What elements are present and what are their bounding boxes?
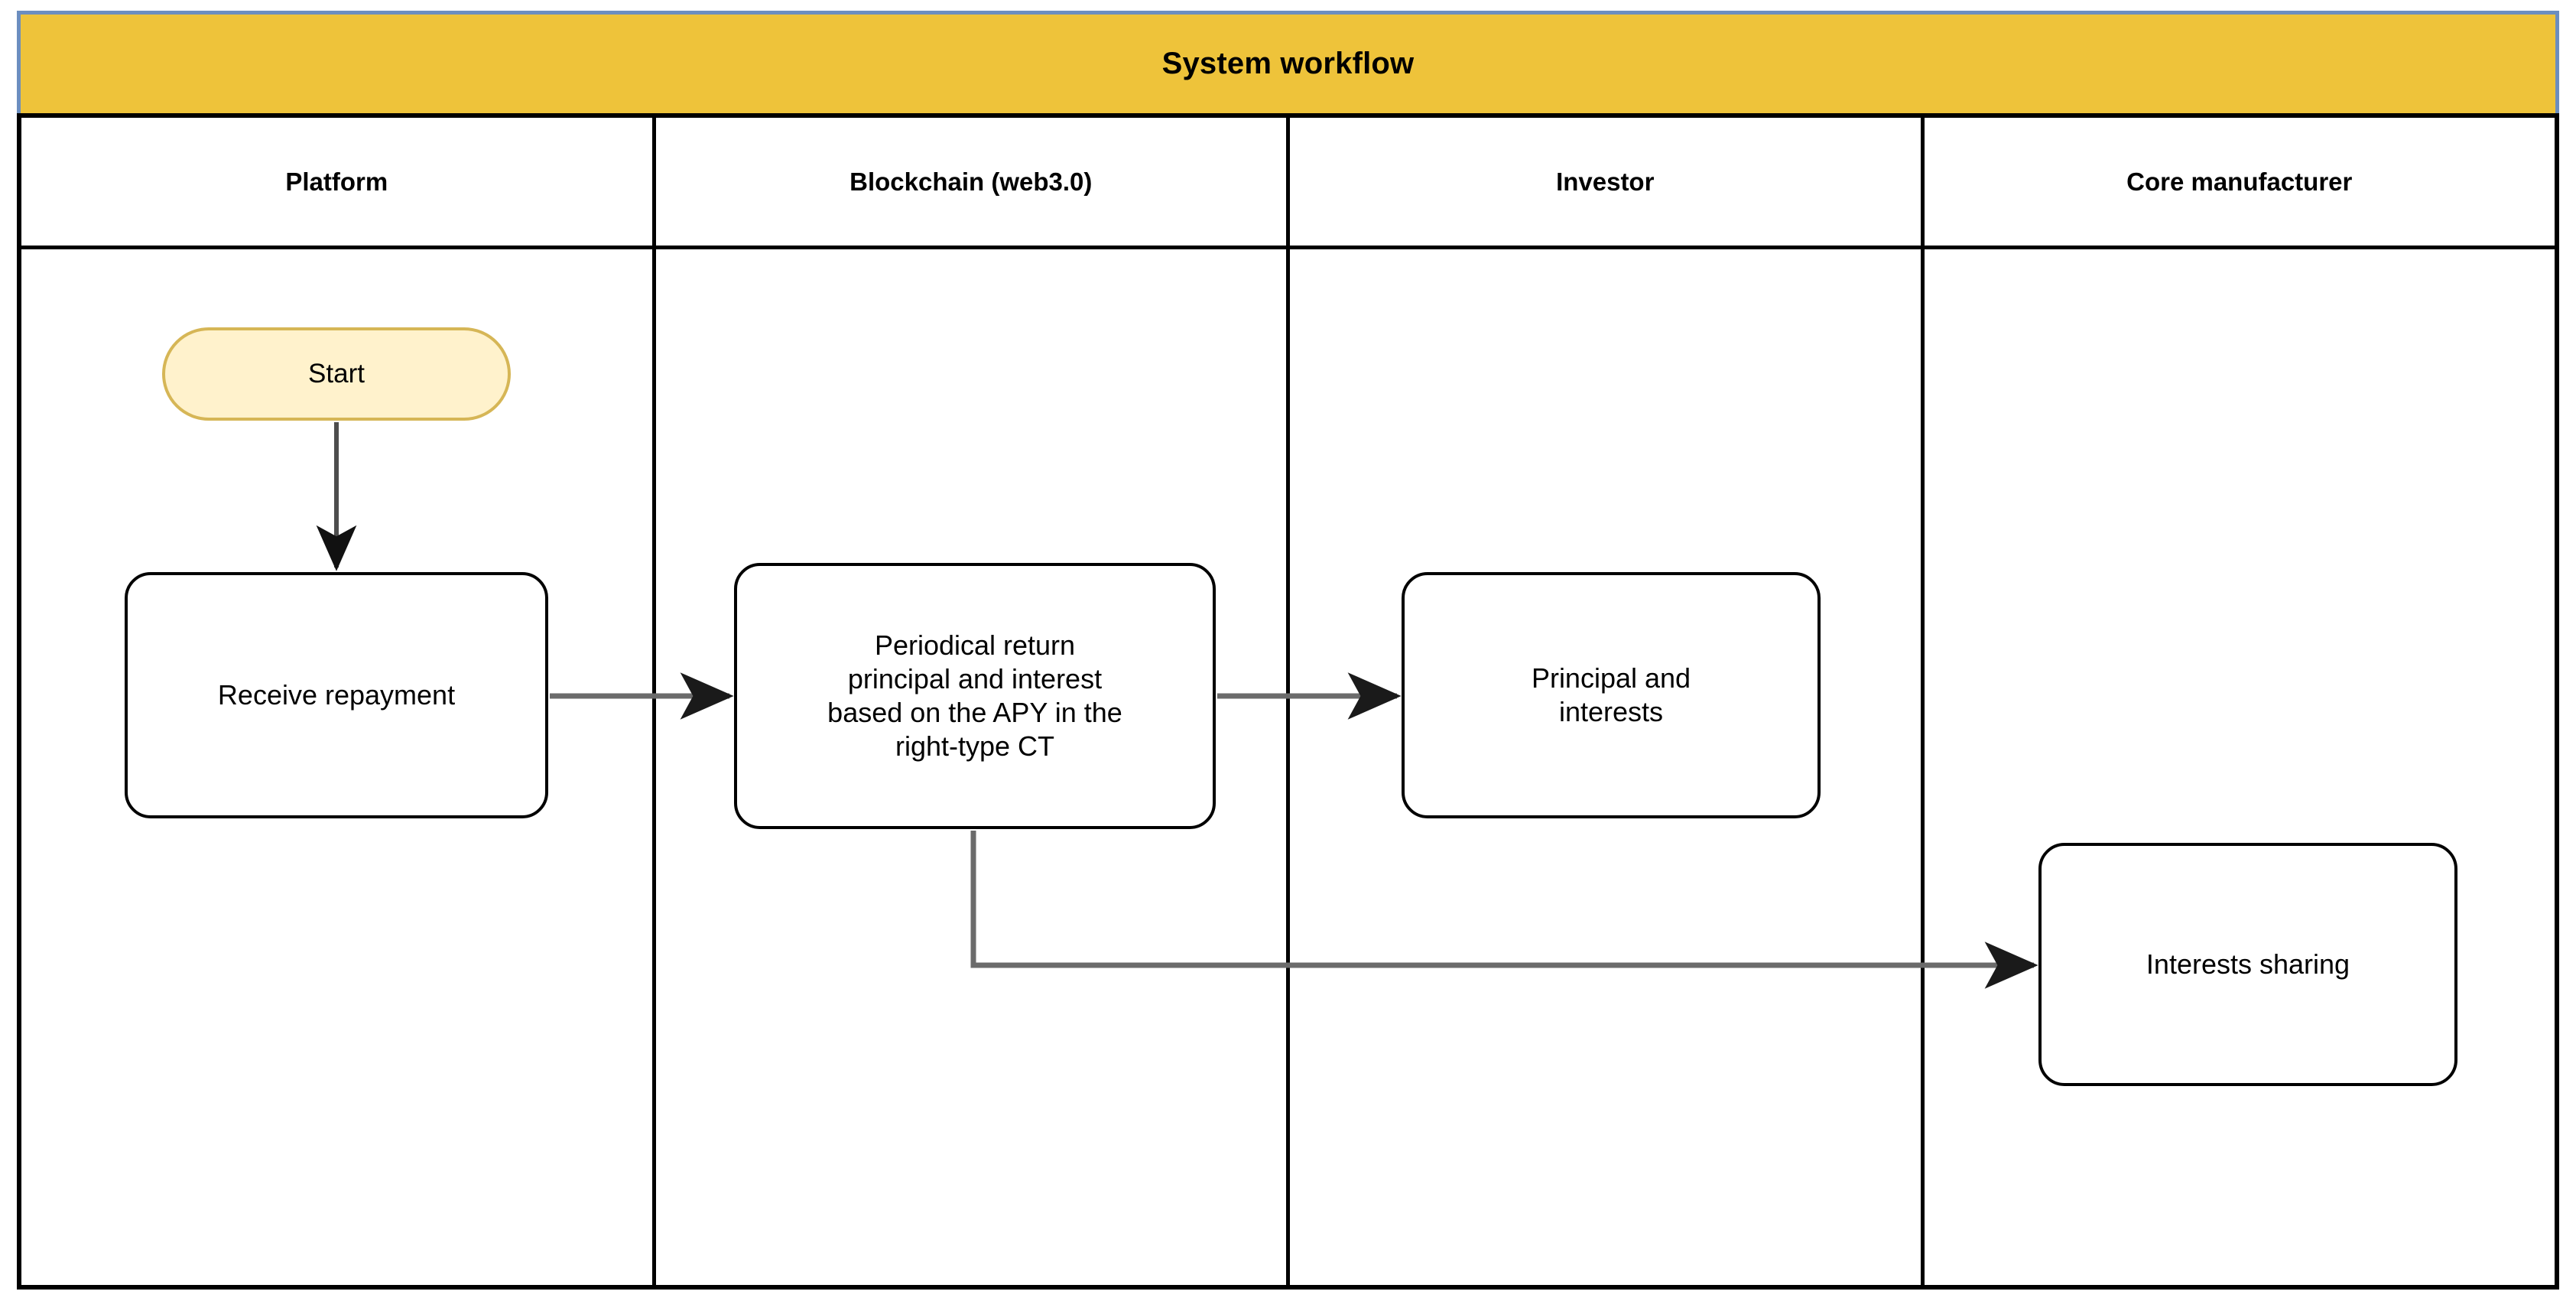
pool-title-bar: System workflow [17,11,2559,113]
node-periodical-return[interactable]: Periodical return principal and interest… [734,563,1216,829]
node-principal-and-interests[interactable]: Principal and interests [1402,572,1821,818]
lane-header-core-manufacturer: Core manufacturer [1924,118,2555,249]
page-title: System workflow [1161,47,1415,80]
node-receive-repayment[interactable]: Receive repayment [125,572,548,818]
lane-header-platform: Platform [21,118,652,249]
node-start[interactable]: Start [162,327,511,421]
node-periodical-return-label: Periodical return principal and interest… [827,629,1122,762]
lane-body-core-manufacturer [1925,249,2555,1285]
node-principal-and-interests-label: Principal and interests [1531,662,1691,727]
lane-label-blockchain: Blockchain (web3.0) [849,167,1093,196]
lane-label-investor: Investor [1556,167,1655,196]
lane-core-manufacturer: Core manufacturer [1924,118,2555,1285]
node-receive-repayment-label: Receive repayment [217,679,456,711]
lane-header-investor: Investor [1290,118,1921,249]
node-start-label: Start [308,358,365,389]
lane-header-blockchain: Blockchain (web3.0) [655,118,1286,249]
node-interests-sharing-label: Interests sharing [2146,948,2350,981]
lane-label-platform: Platform [285,167,388,196]
lane-label-core-manufacturer: Core manufacturer [2126,167,2353,196]
node-interests-sharing[interactable]: Interests sharing [2038,843,2457,1086]
